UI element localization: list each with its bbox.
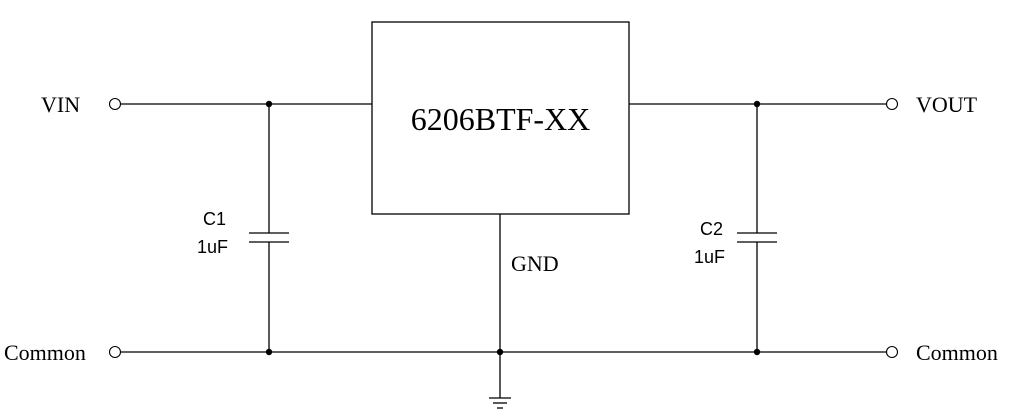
regulator-ic-box <box>371 21 630 215</box>
common-left-label: Common <box>4 340 86 365</box>
c1-value-label: 1uF <box>197 237 228 257</box>
gnd-label: GND <box>511 251 559 276</box>
common-right-terminal <box>885 345 899 359</box>
vout-label: VOUT <box>916 92 978 117</box>
capacitor-c2 <box>737 104 777 352</box>
vout-terminal <box>885 97 899 111</box>
common-right-label: Common <box>916 340 998 365</box>
c1-ref-label: C1 <box>203 209 226 229</box>
c2-ref-label: C2 <box>700 219 723 239</box>
capacitor-c1 <box>249 104 289 352</box>
c2-value-label: 1uF <box>694 247 725 267</box>
vin-terminal <box>108 97 122 111</box>
ic-label: 6206BTF-XX <box>411 101 591 137</box>
common-left-terminal <box>108 345 122 359</box>
ground-icon <box>489 397 511 409</box>
vin-label: VIN <box>41 92 80 117</box>
